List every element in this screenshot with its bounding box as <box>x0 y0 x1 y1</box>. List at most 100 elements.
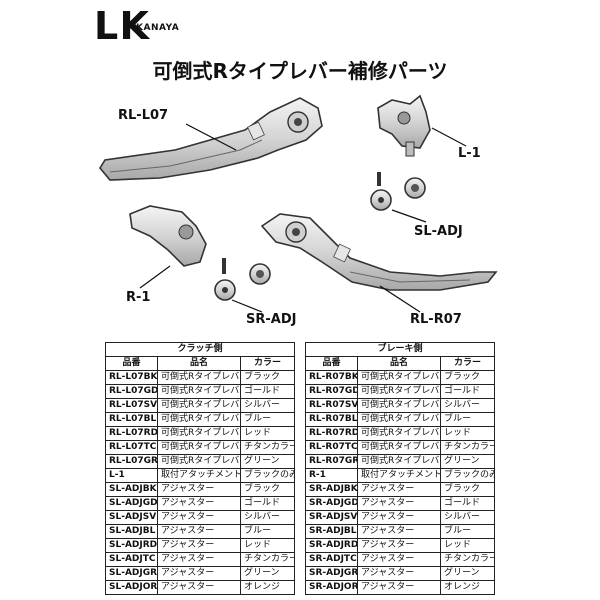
label-r1: R-1 <box>126 290 151 305</box>
part-number-cell: RL-L07GR <box>105 454 158 469</box>
color-cell: レッド <box>239 426 296 441</box>
part-number-cell: SL-ADJOR <box>105 580 158 595</box>
part-number-cell: RL-L07BL <box>105 412 158 427</box>
part-number-cell: SL-ADJSV <box>105 510 158 525</box>
table-header-row: 品番 品名 カラー <box>105 356 296 371</box>
color-cell: ブルー <box>439 524 496 539</box>
part-name-cell: 可倒式Rタイプレバー <box>357 398 441 413</box>
part-name-cell: 可倒式Rタイプレバー <box>157 370 241 385</box>
color-cell: チタンカラー <box>439 552 496 567</box>
color-cell: グリーン <box>239 454 296 469</box>
part-name-cell: 可倒式Rタイプレバー <box>157 384 241 399</box>
part-number-cell: SR-ADJOR <box>305 580 358 595</box>
color-cell: ブルー <box>239 412 296 427</box>
header-part-name: 品名 <box>357 356 441 371</box>
color-cell: ゴールド <box>239 496 296 511</box>
part-name-cell: アジャスター <box>357 580 441 595</box>
color-cell: チタンカラー <box>239 440 296 455</box>
color-cell: ブラックのみ <box>239 468 296 483</box>
table-caption: クラッチ側 <box>104 342 296 357</box>
header-part-number: 品番 <box>305 356 358 371</box>
part-number-cell: SL-ADJBK <box>105 482 158 497</box>
color-cell: ブルー <box>239 524 296 539</box>
part-name-cell: 可倒式Rタイプレバー <box>357 370 441 385</box>
part-number-cell: SL-ADJTC <box>105 552 158 567</box>
part-number-cell: RL-L07GD <box>105 384 158 399</box>
part-number-cell: SL-ADJGR <box>105 566 158 581</box>
table-header-row: 品番 品名 カラー <box>305 356 496 371</box>
color-cell: ブラック <box>439 482 496 497</box>
part-number-cell: RL-R07SV <box>305 398 358 413</box>
color-cell: グリーン <box>439 566 496 581</box>
part-name-cell: 可倒式Rタイプレバー <box>157 412 241 427</box>
part-number-cell: SL-ADJBL <box>105 524 158 539</box>
part-name-cell: アジャスター <box>357 552 441 567</box>
color-cell: グリーン <box>439 454 496 469</box>
label-rl-r07: RL-R07 <box>410 312 462 327</box>
part-number-cell: SR-ADJRD <box>305 538 358 553</box>
part-name-cell: 可倒式Rタイプレバー <box>157 454 241 469</box>
color-cell: ゴールド <box>439 496 496 511</box>
color-cell: レッド <box>239 538 296 553</box>
part-name-cell: アジャスター <box>157 510 241 525</box>
part-name-cell: アジャスター <box>157 552 241 567</box>
part-name-cell: 可倒式Rタイプレバー <box>357 440 441 455</box>
part-name-cell: アジャスター <box>157 496 241 511</box>
part-name-cell: アジャスター <box>157 482 241 497</box>
part-name-cell: アジャスター <box>357 524 441 539</box>
part-number-cell: L-1 <box>105 468 158 483</box>
parts-illustration <box>99 94 498 313</box>
adjuster-sr-adj-image <box>214 258 271 301</box>
color-cell: レッド <box>439 426 496 441</box>
color-cell: シルバー <box>239 510 296 525</box>
part-name-cell: 取付アタッチメント <box>157 468 241 483</box>
color-cell: チタンカラー <box>239 552 296 567</box>
part-name-cell: アジャスター <box>157 524 241 539</box>
brand-name: U-KANAYA <box>124 23 180 33</box>
color-cell: ブラック <box>439 370 496 385</box>
part-number-cell: SR-ADJBK <box>305 482 358 497</box>
part-number-cell: RL-R07GD <box>305 384 358 399</box>
part-name-cell: アジャスター <box>157 566 241 581</box>
part-number-cell: SL-ADJGD <box>105 496 158 511</box>
part-name-cell: 可倒式Rタイプレバー <box>357 426 441 441</box>
part-name-cell: アジャスター <box>157 538 241 553</box>
lever-rl-l07-image <box>99 97 323 181</box>
table-caption-row: クラッチ側 <box>104 342 296 357</box>
color-cell: ゴールド <box>439 384 496 399</box>
part-name-cell: アジャスター <box>357 566 441 581</box>
color-cell: レッド <box>439 538 496 553</box>
lever-rl-r07-image <box>260 213 498 291</box>
part-number-cell: RL-L07RD <box>105 426 158 441</box>
label-sl-adj: SL-ADJ <box>414 224 463 239</box>
brand-logo: L K U-KANAYA <box>94 6 254 46</box>
part-name-cell: アジャスター <box>357 482 441 497</box>
color-cell: グリーン <box>239 566 296 581</box>
part-number-cell: RL-R07GR <box>305 454 358 469</box>
part-name-cell: 可倒式Rタイプレバー <box>357 454 441 469</box>
part-name-cell: 可倒式Rタイプレバー <box>157 426 241 441</box>
part-number-cell: SR-ADJGD <box>305 496 358 511</box>
part-number-cell: SR-ADJTC <box>305 552 358 567</box>
attachment-l1-image <box>377 94 431 157</box>
